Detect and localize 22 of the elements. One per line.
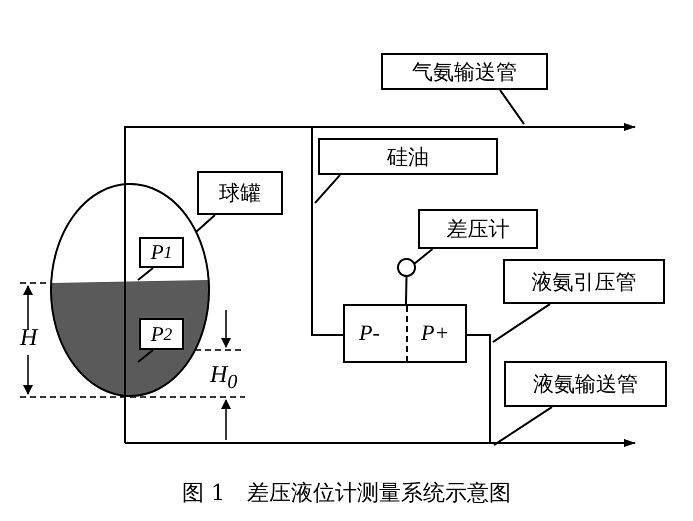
callout-bubble: 液氨引压管 (503, 259, 665, 304)
callout-bubble: 硅油 (318, 138, 498, 175)
leader-line (195, 214, 216, 233)
leader-line (413, 248, 434, 265)
leader-line (493, 406, 553, 446)
port-label: P+ (421, 320, 450, 346)
callout-bubble: 差压计 (418, 209, 538, 249)
callout-bubble: 球罐 (197, 171, 283, 215)
leader-line (314, 174, 341, 204)
leader-line (137, 349, 154, 363)
dimension-label: H$_{0}$ (210, 362, 238, 394)
leader-line (137, 267, 154, 281)
port-label: P- (359, 320, 380, 346)
callout-bubble: 液氨输送管 (504, 361, 667, 407)
connector-line (405, 276, 408, 304)
leader-line (492, 303, 551, 343)
dimension-label: H (20, 325, 38, 352)
figure-caption: 图 1 差压液位计测量系统示意图 (181, 480, 512, 508)
callout-bubble: 气氨输送管 (381, 53, 548, 90)
transmitter-box (343, 304, 467, 363)
pressure-gauge-circle (397, 258, 416, 277)
leader-line (499, 89, 525, 125)
